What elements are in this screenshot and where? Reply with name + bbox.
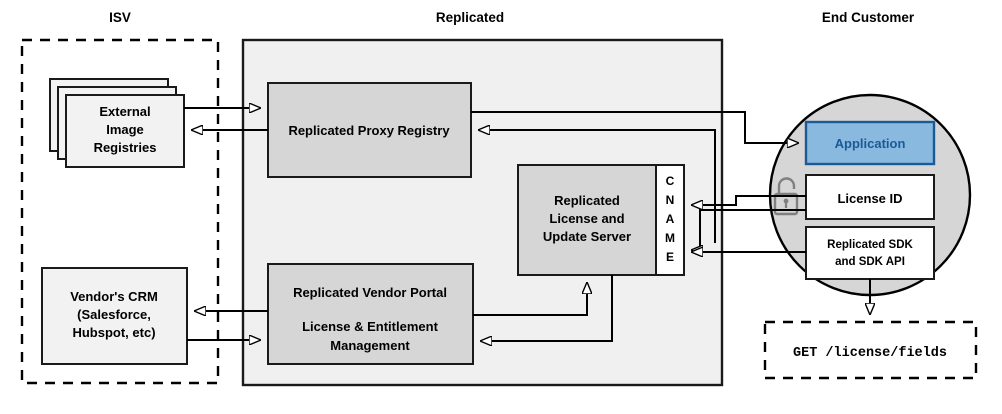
node-license-id[interactable]: License ID [805, 174, 935, 220]
node-replicated-proxy-registry[interactable]: Replicated Proxy Registry [267, 82, 472, 178]
vendor-portal-box [267, 263, 474, 365]
proxy-registry-label: Replicated Proxy Registry [288, 123, 450, 138]
edge-license-id-to-cname [692, 195, 806, 205]
zone-title-replicated: Replicated [436, 10, 504, 25]
license-id-label: License ID [837, 191, 902, 206]
vendors-crm-label-1: Vendor's CRM [70, 289, 158, 304]
license-update-server-box [517, 164, 657, 276]
node-api-request[interactable]: GET /license/fields [763, 320, 978, 380]
edge-proxy-to-application [471, 111, 798, 143]
edge-vendor-portal-to-license-server [473, 283, 587, 316]
external-image-registries-label-1: External [99, 104, 150, 119]
license-id-box [805, 174, 935, 220]
vendor-portal-label-1: Replicated Vendor Portal [293, 285, 447, 300]
node-vendors-crm[interactable]: Vendor's CRM (Salesforce, Hubspot, etc) [41, 267, 188, 365]
application-label: Application [835, 136, 906, 151]
license-update-server-label-3: Update Server [543, 229, 631, 244]
isv-zone-boundary [20, 38, 220, 385]
node-replicated-vendor-portal[interactable]: Replicated Vendor Portal License & Entit… [267, 263, 474, 365]
external-image-registries-label-3: Registries [94, 140, 157, 155]
license-update-server-label-1: Replicated [554, 193, 620, 208]
api-request-box [763, 320, 978, 380]
open-padlock-icon [773, 177, 799, 216]
cname-letter-m: M [665, 231, 675, 245]
replicated-sdk-label-2: and SDK API [835, 256, 905, 268]
api-request-label: GET /license/fields [793, 346, 947, 361]
cname-letter-c: C [666, 174, 675, 188]
external-image-registries-label-2: Image [106, 122, 144, 137]
application-box [804, 120, 936, 166]
node-replicated-sdk[interactable]: Replicated SDK and SDK API [805, 226, 935, 280]
replicated-sdk-label-1: Replicated SDK [827, 239, 913, 251]
node-cname-strip[interactable]: C N A M E [655, 164, 685, 276]
node-external-image-registries[interactable]: External Image Registries [49, 78, 185, 168]
vendors-crm-label-2: (Salesforce, [77, 307, 151, 322]
vendors-crm-box [41, 267, 188, 365]
replicated-sdk-box [805, 226, 935, 280]
node-application[interactable]: Application [804, 120, 936, 166]
edge-license-server-to-vendor-portal [481, 275, 613, 341]
registry-card-front [65, 94, 185, 168]
vendor-portal-label-3: Management [330, 338, 410, 353]
cname-box [655, 164, 685, 276]
zone-title-isv: ISV [109, 10, 131, 25]
proxy-registry-box [267, 82, 472, 178]
cname-letter-n: N [666, 193, 675, 207]
zone-title-end-customer: End Customer [822, 10, 915, 25]
cname-letter-e: E [666, 250, 674, 264]
vendors-crm-label-3: Hubspot, etc) [72, 325, 155, 340]
vendor-portal-label-2: License & Entitlement [302, 319, 438, 334]
cname-letter-a: A [666, 212, 675, 226]
license-update-server-label-2: License and [549, 211, 624, 226]
node-license-update-server[interactable]: Replicated License and Update Server [517, 164, 657, 276]
